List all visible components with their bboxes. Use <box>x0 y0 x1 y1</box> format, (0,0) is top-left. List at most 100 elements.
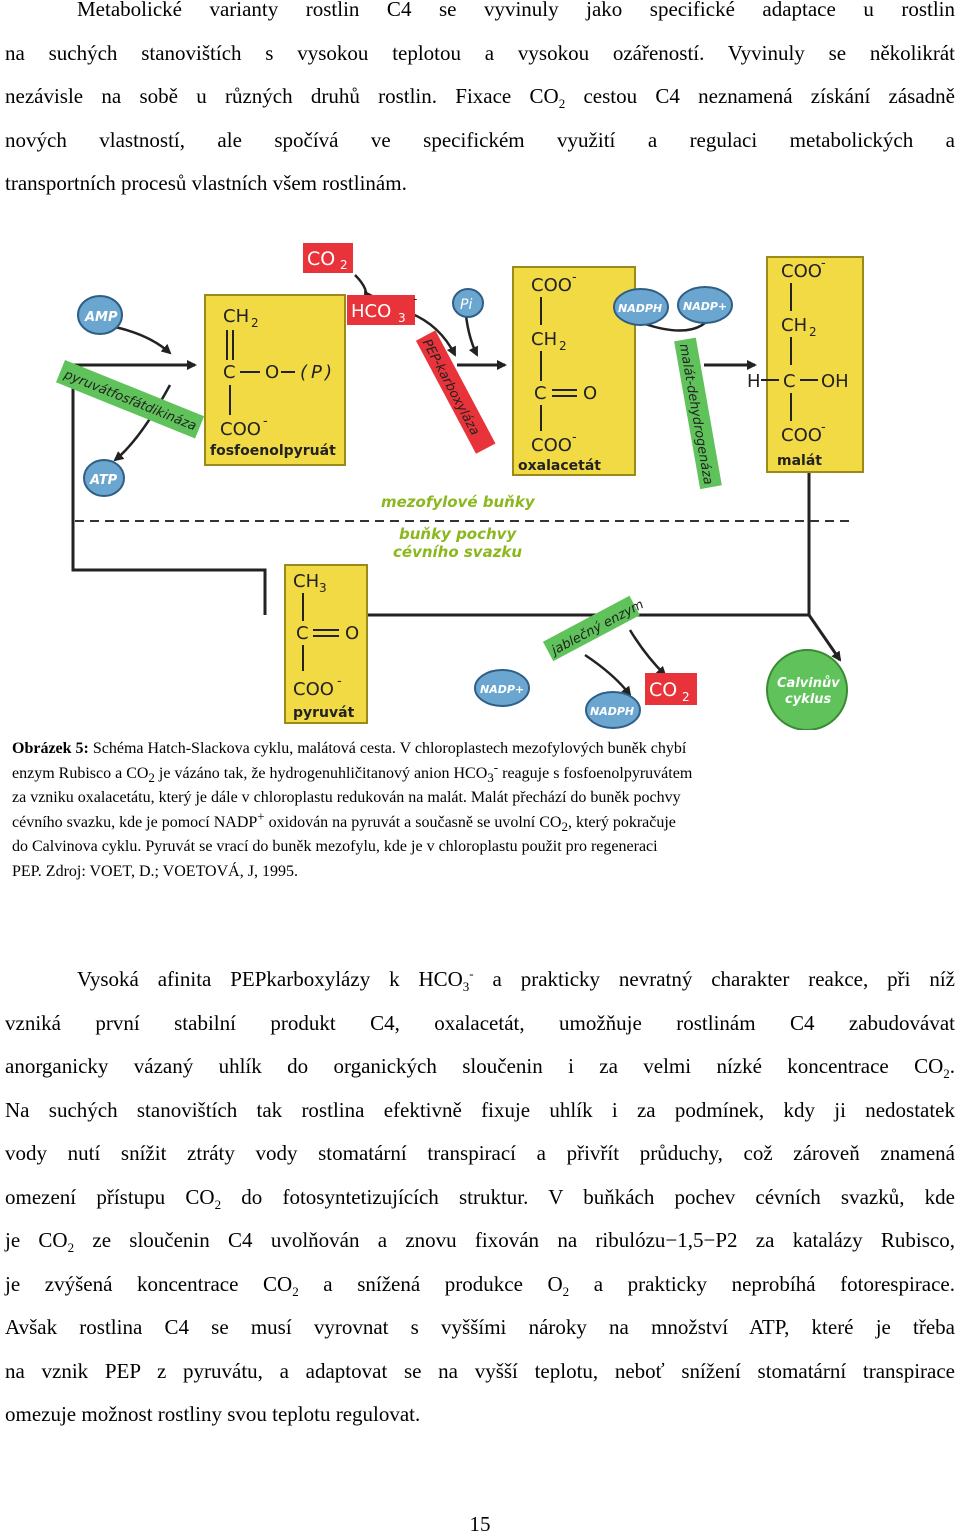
hatch-slack-diagram: mezofylové buňky buňky pochvy cévního sv… <box>56 243 864 730</box>
svg-text:C: C <box>534 383 547 404</box>
intro-line-1: Metabolické varianty rostlin C4 se vyvin… <box>77 0 955 21</box>
body-line-3: anorganicky vázaný uhlík do organických … <box>5 1054 955 1082</box>
amp-ellipse: AMP <box>77 295 123 335</box>
svg-text:NADPH: NADPH <box>618 302 662 315</box>
svg-text:-: - <box>413 292 417 306</box>
svg-text:COO: COO <box>293 679 334 700</box>
pyruvate-kinase-banner: pyruvátfosfátdikináza <box>56 360 205 439</box>
svg-text:NADP+: NADP+ <box>480 683 524 696</box>
svg-text:3: 3 <box>398 311 406 325</box>
mesophyll-label: mezofylové buňky <box>381 493 536 511</box>
svg-text:2: 2 <box>559 339 567 353</box>
svg-text:COO: COO <box>531 275 572 296</box>
nadph-bottom-ellipse: NADPH <box>585 691 641 729</box>
body-line-7: je CO2 ze sloučenin C4 uvolňován a znovu… <box>5 1228 956 1256</box>
svg-text:O: O <box>265 362 279 383</box>
body-line-5: vody nutí snížit ztráty vody stomatární … <box>5 1141 955 1165</box>
calvin-cycle-circle: Calvinův cyklus <box>766 649 848 730</box>
svg-text:NADP+: NADP+ <box>683 300 727 313</box>
svg-text:CH: CH <box>293 571 319 592</box>
cycle-lines <box>71 360 842 662</box>
svg-text:CH: CH <box>223 306 249 327</box>
intro-line-4: nových vlastností, ale spočívá ve specif… <box>5 127 955 152</box>
svg-text:pyruvát: pyruvát <box>293 705 355 721</box>
bundle-sheath-label-2: cévního svazku <box>393 543 522 561</box>
svg-text:-: - <box>821 420 826 435</box>
svg-text:C: C <box>783 371 796 392</box>
svg-text:oxalacetát: oxalacetát <box>518 458 601 474</box>
side-arrows <box>113 274 717 697</box>
svg-text:malát: malát <box>777 453 822 469</box>
svg-text:Calvinův: Calvinův <box>777 676 840 691</box>
nadp-bottom-ellipse: NADP+ <box>474 669 530 707</box>
body-line-1: Vysoká afinita PEPkarboxylázy k HCO3- a … <box>77 966 955 995</box>
intro-line-5: transportních procesů vlastních všem ros… <box>5 171 407 195</box>
svg-text:HCO: HCO <box>351 301 391 322</box>
svg-text:OH: OH <box>821 371 849 392</box>
svg-text:-: - <box>572 270 577 285</box>
svg-text:NADPH: NADPH <box>590 705 634 718</box>
svg-text:COO: COO <box>220 419 261 440</box>
svg-text:-: - <box>821 256 826 271</box>
atp-ellipse: ATP <box>83 459 125 497</box>
malic-enzyme-banner: jablečný enzym <box>542 595 647 662</box>
pep-molecule: CH 2 C O ( P ) COO - fosfoenolpyruát <box>204 294 346 466</box>
svg-text:2: 2 <box>682 690 690 704</box>
malate-dehydrogenase-banner: malát-dehydrogenáza <box>674 337 722 490</box>
svg-text:AMP: AMP <box>84 310 118 325</box>
caption-line-5: do Calvinova cyklu. Pyruvát se vrací do … <box>12 838 658 855</box>
svg-text:P: P <box>311 362 322 383</box>
svg-text:C: C <box>223 362 236 383</box>
body-paragraph: Vysoká afinita PEPkarboxylázy k HCO3- a … <box>5 958 955 1437</box>
caption-line-2: enzym Rubisco a CO2 je vázáno tak, že hy… <box>12 759 693 785</box>
caption-line-3: za vzniku oxalacetátu, který je dále v c… <box>12 789 681 806</box>
nadp-top-ellipse: NADP+ <box>677 286 733 324</box>
co2-bottom-box: CO 2 <box>645 673 697 705</box>
figure-caption: Obrázek 5: Schéma Hatch-Slackova cyklu, … <box>12 737 902 884</box>
body-line-6: omezení přístupu CO2 do fotosyntetizujíc… <box>5 1184 955 1212</box>
pi-ellipse: Pi <box>452 288 484 318</box>
page-number: 15 <box>469 1512 491 1536</box>
bundle-sheath-label-1: buňky pochvy <box>399 525 517 543</box>
svg-text:PEP-karboxyláza: PEP-karboxyláza <box>419 337 482 438</box>
svg-text:jablečný enzym: jablečný enzym <box>548 597 647 659</box>
svg-text:COO: COO <box>781 425 822 446</box>
body-line-2: vzniká první stabilní produkt C4, oxalac… <box>5 1010 955 1035</box>
body-line-11: omezuje možnost rostliny svou teplotu re… <box>5 1402 421 1426</box>
nadph-top-ellipse: NADPH <box>613 288 669 326</box>
svg-text:fosfoenolpyruát: fosfoenolpyruát <box>210 443 336 459</box>
caption-line-6: PEP. Zdroj: VOET, D.; VOETOVÁ, J, 1995. <box>12 862 298 880</box>
svg-text:cyklus: cyklus <box>785 692 832 707</box>
svg-text:H: H <box>747 371 761 392</box>
caption-line-4: cévního svazku, kde je pomocí NADP+ oxid… <box>12 808 676 834</box>
svg-text:C: C <box>296 623 309 644</box>
svg-text:2: 2 <box>809 325 817 339</box>
svg-text:CO: CO <box>307 248 335 270</box>
intro-line-3: nezávisle na sobě u různých druhů rostli… <box>5 84 955 112</box>
svg-text:O: O <box>345 623 359 644</box>
intro-line-2: na suchých stanovištích s vysokou teplot… <box>5 40 955 65</box>
svg-text:): ) <box>323 362 332 383</box>
svg-text:2: 2 <box>340 258 348 272</box>
malate-molecule: COO - CH 2 H C OH COO - malát <box>747 256 864 473</box>
svg-text:-: - <box>337 674 342 689</box>
svg-text:COO: COO <box>781 261 822 282</box>
body-line-4: Na suchých stanovištích tak rostlina efe… <box>5 1097 955 1122</box>
pyruvate-molecule: CH 3 C O COO - pyruvát <box>284 564 368 724</box>
svg-text:Pi: Pi <box>460 297 472 313</box>
svg-text:ATP: ATP <box>89 473 118 488</box>
svg-text:CH: CH <box>781 315 807 336</box>
pep-carboxylase-banner: PEP-karboxyláza <box>415 330 496 454</box>
body-line-9: Avšak rostlina C4 se musí vyrovnat s vyš… <box>5 1315 955 1339</box>
co2-top-box: CO 2 <box>303 243 353 273</box>
caption-line-1: Obrázek 5: Schéma Hatch-Slackova cyklu, … <box>12 740 687 757</box>
svg-text:(: ( <box>300 362 308 383</box>
caption-lead: Obrázek 5: <box>12 740 89 757</box>
svg-text:O: O <box>583 383 597 404</box>
body-line-8: je zvýšená koncentrace CO2 a snížená pro… <box>5 1271 956 1299</box>
svg-text:3: 3 <box>319 581 327 595</box>
intro-paragraph: Metabolické varianty rostlin C4 se vyvin… <box>5 0 955 206</box>
svg-text:-: - <box>263 414 268 429</box>
svg-text:-: - <box>572 430 577 445</box>
svg-text:CH: CH <box>531 329 557 350</box>
